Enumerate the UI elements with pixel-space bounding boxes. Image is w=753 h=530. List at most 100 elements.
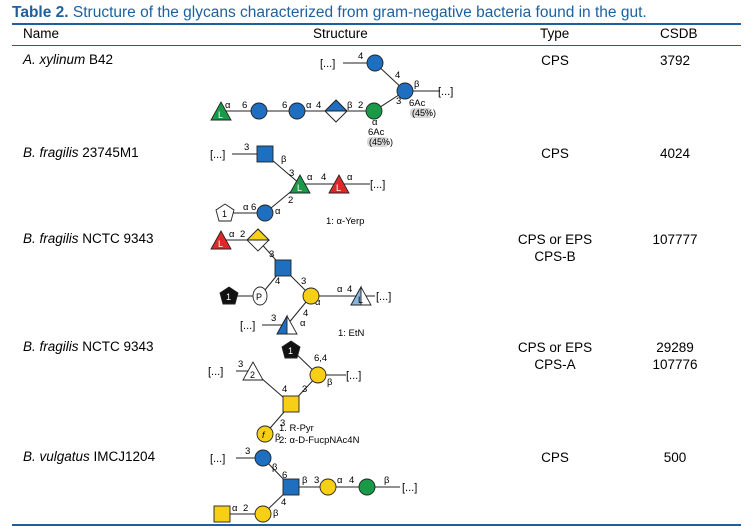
green-circle-symbol [358,478,376,496]
svg-text:α: α [307,172,313,183]
blue-circle-symbol [396,82,414,100]
svg-text:1: α-Yerp: 1: α-Yerp [326,216,364,227]
structure-row-3: α 2 3 4 3 α α 4 [...] 4 [...] 3 α 1: EtN… [210,228,391,339]
svg-text:β: β [327,377,333,388]
ellipsis: [...] [210,149,225,161]
svg-text:4: 4 [275,276,280,287]
ellipsis: [...] [376,291,391,303]
svg-text:1. R-Pyr: 1. R-Pyr [279,423,314,434]
row-csdb-1: 3792 [659,53,691,68]
svg-text:3: 3 [244,142,249,153]
svg-text:3: 3 [271,313,276,324]
row-csdb-2: 4024 [659,146,691,161]
yellow-circle-symbol [319,478,337,496]
header-name: Name [23,26,60,41]
blue-circle-symbol [250,102,268,120]
svg-text:α: α [347,172,353,183]
ellipsis: [...] [370,179,385,191]
blue-circle-symbol [288,102,306,120]
svg-text:6Ac: 6Ac [368,127,385,138]
svg-text:α: α [243,202,249,213]
svg-text:6: 6 [282,100,287,111]
svg-text:L: L [336,183,341,193]
row-name-4: B. fragilis NCTC 9343 [23,339,154,354]
svg-text:(45%): (45%) [369,137,393,147]
svg-text:β: β [275,432,281,443]
svg-text:3: 3 [238,359,243,370]
blue-circle-symbol [254,449,272,467]
phosphate-symbol [252,286,268,306]
svg-text:3: 3 [269,249,274,260]
svg-text:4: 4 [321,172,326,183]
svg-text:4: 4 [316,100,321,111]
ellipsis: [...] [320,58,335,70]
top-rule [12,23,741,25]
row-name-2: B. fragilis 23745M1 [23,145,139,160]
svg-text:4: 4 [281,497,286,508]
structure-row-4: 6,4 β [...] [...] 3 4 3 3 β 1. R-Pyr 2: … [208,340,361,446]
row-name-1: A. xylinum B42 [23,52,114,67]
svg-text:β: β [272,462,278,473]
svg-text:3: 3 [396,96,401,107]
svg-text:1: 1 [222,209,227,219]
yellow-square-symbol [213,505,231,523]
svg-text:3: 3 [289,168,294,179]
svg-text:4: 4 [358,51,363,62]
header-structure: Structure [313,26,368,41]
svg-text:α: α [275,206,281,217]
svg-text:4: 4 [282,384,287,395]
structure-row-1: [...] 4 4 β [...] 3 6Ac (45%) α 6 6 α 4 … [210,51,453,147]
svg-text:β: β [384,475,390,486]
svg-text:α: α [306,100,312,111]
open-triangle-symbol [242,361,264,381]
svg-text:α: α [225,100,231,111]
svg-text:2: α-D-FucpNAc4N: 2: α-D-FucpNAc4N [279,435,360,446]
row-name-3: B. fragilis NCTC 9343 [23,231,154,246]
blue-square-symbol [282,478,300,496]
svg-text:2: 2 [358,100,363,111]
blue-circle-symbol [366,54,384,72]
svg-text:6: 6 [282,470,287,481]
svg-text:f: f [262,430,266,440]
svg-text:β: β [281,154,287,165]
svg-text:2: 2 [240,229,245,240]
row-type-5: CPS [541,450,569,465]
header-csdb: CSDB [660,26,698,41]
yellow-circle-symbol [302,287,320,305]
green-triangle-symbol [289,174,311,194]
svg-text:2: 2 [288,195,293,206]
structure-row-5: [...] 3 β 6 β 3 α 4 β [...] 4 α 2 β [210,446,417,523]
blue-square-symbol [256,145,274,163]
svg-text:α: α [315,297,321,308]
svg-text:2: 2 [243,503,248,514]
green-circle-symbol [365,102,383,120]
svg-text:α: α [232,503,238,514]
svg-text:β: β [273,508,279,519]
blue-circle-symbol [256,204,274,222]
svg-text:L: L [297,183,302,193]
svg-text:4: 4 [349,475,354,486]
svg-text:β: β [414,79,420,90]
svg-text:α: α [229,229,235,240]
svg-text:6: 6 [251,202,256,213]
svg-text:(45%): (45%) [412,108,436,118]
ellipsis: [...] [438,86,453,98]
ellipsis: [...] [210,453,225,465]
black-pentagon-symbol [219,286,239,305]
svg-text:L: L [358,295,363,305]
caption-text: Structure of the glycans characterized f… [72,4,647,21]
header-rule [12,45,741,46]
table-caption: Table 2. Structure of the glycans charac… [12,4,747,22]
structure-row-2: [...] 3 β 3 α 4 α [...] 2 α α 6 1: α-Yer… [210,142,385,227]
svg-text:3: 3 [280,418,285,429]
svg-text:β: β [347,100,353,111]
ellipsis: [...] [402,482,417,494]
yellow-furanose-symbol [256,425,274,443]
svg-text:3: 3 [245,446,250,457]
svg-text:α: α [300,318,306,329]
row-name-5: B. vulgatus IMCJ1204 [23,449,156,464]
svg-text:2: 2 [250,370,255,380]
row-type-1: CPS [541,53,569,68]
